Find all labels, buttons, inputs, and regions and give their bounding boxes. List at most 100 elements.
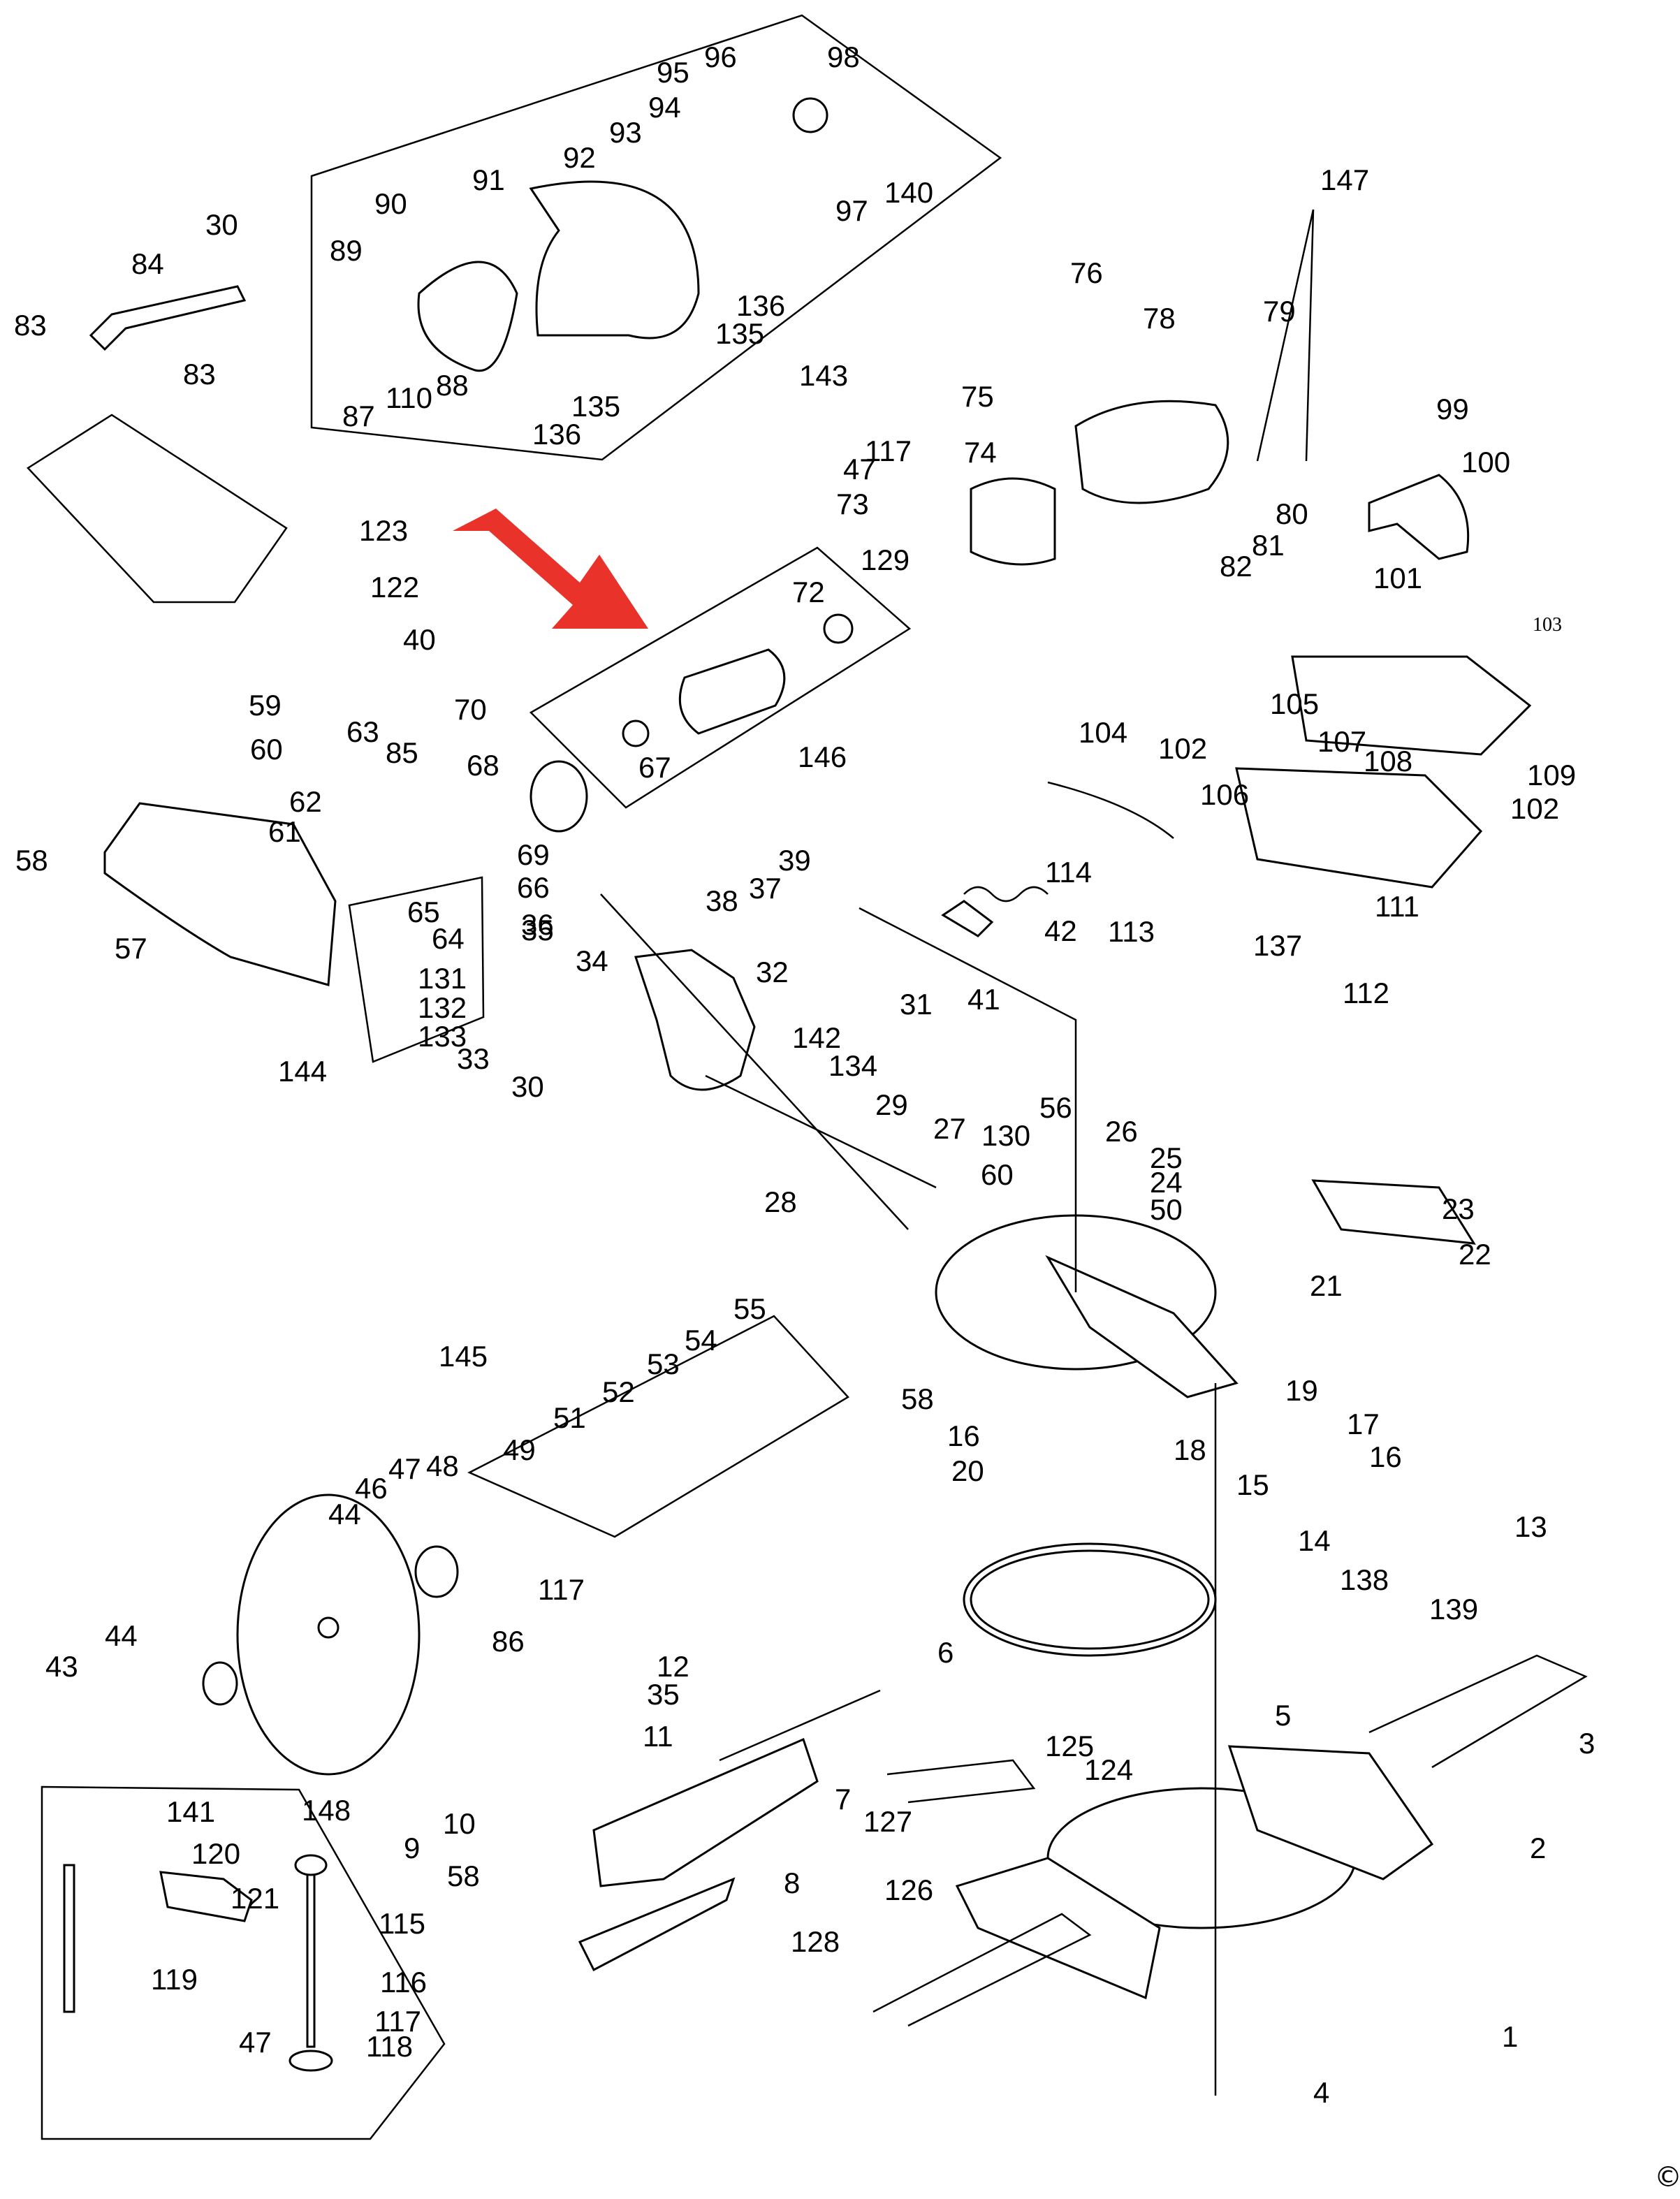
part-label-91: 91 (472, 163, 505, 196)
part-label-24: 24 (1150, 1166, 1183, 1199)
part-label-22: 22 (1459, 1238, 1491, 1271)
part-label-20: 20 (951, 1454, 984, 1487)
part-label-36: 36 (521, 908, 554, 941)
part-label-117: 117 (538, 1573, 585, 1606)
part-label-47: 47 (388, 1452, 421, 1485)
part-label-131: 131 (418, 962, 467, 995)
part-label-94: 94 (648, 91, 681, 124)
part-label-27: 27 (933, 1112, 966, 1145)
part-label-89: 89 (330, 234, 363, 267)
part-label-52: 52 (602, 1375, 635, 1408)
part-label-78: 78 (1143, 302, 1176, 335)
part-label-29: 29 (875, 1088, 908, 1121)
part-label-26: 26 (1105, 1115, 1138, 1148)
fence-7 (578, 1737, 819, 1972)
part-label-10: 10 (443, 1807, 476, 1840)
assembly-box-123 (27, 414, 288, 604)
part-label-142: 142 (792, 1021, 841, 1054)
armature-146 (622, 613, 854, 747)
fence-22 (1311, 1179, 1476, 1245)
part-label-129: 129 (861, 543, 910, 576)
assembly-box-145 (467, 1315, 849, 1538)
part-label-98: 98 (827, 41, 860, 73)
part-label-31: 31 (900, 988, 933, 1021)
part-label-23: 23 (1442, 1192, 1475, 1225)
part-label-58: 58 (447, 1860, 480, 1892)
rings-and-washers (202, 760, 1217, 1706)
part-label-117: 117 (374, 2005, 421, 2038)
part-label-69: 69 (517, 838, 550, 871)
part-label-139: 139 (1429, 1593, 1478, 1625)
part-label-135: 135 (715, 317, 764, 350)
handle-top-100 (1368, 474, 1470, 560)
part-label-19: 19 (1285, 1374, 1318, 1407)
part-label-30: 30 (205, 208, 238, 241)
part-label-100: 100 (1461, 446, 1510, 478)
part-label-61: 61 (268, 815, 301, 848)
part-label-60: 60 (250, 733, 283, 766)
part-label-121: 121 (231, 1882, 279, 1915)
spring-42 (963, 886, 1049, 903)
part-label-25: 25 (1150, 1141, 1183, 1174)
part-label-125: 125 (1045, 1730, 1094, 1762)
part-label-109: 109 (1527, 759, 1576, 791)
part-label-44: 44 (105, 1619, 138, 1652)
part-label-11: 11 (643, 1720, 673, 1753)
part-label-135: 135 (571, 390, 620, 423)
part-label-66: 66 (517, 871, 550, 904)
part-label-88: 88 (436, 369, 469, 402)
part-label-67: 67 (638, 751, 671, 784)
part-label-110: 110 (386, 381, 432, 414)
part-label-137: 137 (1253, 929, 1302, 962)
part-label-51: 51 (553, 1401, 586, 1434)
part-label-28: 28 (764, 1185, 797, 1218)
part-label-46: 46 (355, 1472, 388, 1505)
part-label-116: 116 (380, 1966, 427, 1999)
switch-handle-109 (1235, 655, 1532, 889)
assembly-box-146 (529, 546, 912, 809)
part-label-99: 99 (1436, 393, 1469, 425)
part-label-80: 80 (1276, 497, 1308, 530)
part-label-2: 2 (1530, 1832, 1546, 1864)
part-label-147: 147 (1320, 163, 1369, 196)
part-label-74: 74 (964, 436, 997, 469)
part-label-16: 16 (947, 1419, 980, 1452)
part-label-138: 138 (1340, 1563, 1389, 1596)
part-label-9: 9 (404, 1832, 420, 1864)
part-label-32: 32 (756, 956, 789, 988)
part-label-34: 34 (576, 944, 608, 977)
part-label-144: 144 (278, 1055, 327, 1088)
red-pointer-arrow (453, 509, 648, 629)
part-label-53: 53 (647, 1347, 680, 1380)
part-label-13: 13 (1514, 1510, 1547, 1543)
part-label-65: 65 (407, 896, 440, 928)
copyright-symbol: © (1654, 2161, 1680, 2193)
assembly-box-144 (348, 876, 485, 1063)
part-label-102: 102 (1158, 732, 1207, 765)
part-label-7: 7 (835, 1783, 851, 1816)
part-label-70: 70 (454, 693, 487, 726)
part-label-102: 102 (1510, 792, 1559, 825)
arm-bracket-32 (634, 949, 756, 1091)
part-label-73: 73 (836, 488, 869, 520)
part-label-124: 124 (1084, 1753, 1133, 1786)
part-label-15: 15 (1236, 1468, 1269, 1501)
part-label-42: 42 (1044, 914, 1077, 947)
part-label-145: 145 (439, 1340, 488, 1373)
blade-guard-group (417, 97, 828, 372)
part-label-115: 115 (379, 1907, 425, 1940)
part-label-35: 35 (647, 1678, 680, 1711)
part-label-82: 82 (1220, 550, 1252, 583)
part-label-86: 86 (492, 1625, 525, 1658)
part-label-87: 87 (342, 400, 375, 432)
part-label-68: 68 (467, 749, 499, 782)
part-label-95: 95 (657, 56, 689, 89)
part-label-50: 50 (1150, 1193, 1183, 1226)
part-label-60: 60 (981, 1158, 1014, 1191)
part-label-17: 17 (1347, 1408, 1380, 1440)
part-label-64: 64 (432, 922, 465, 955)
part-label-47: 47 (843, 453, 876, 485)
part-label-21: 21 (1310, 1269, 1343, 1302)
part-label-108: 108 (1364, 745, 1412, 777)
